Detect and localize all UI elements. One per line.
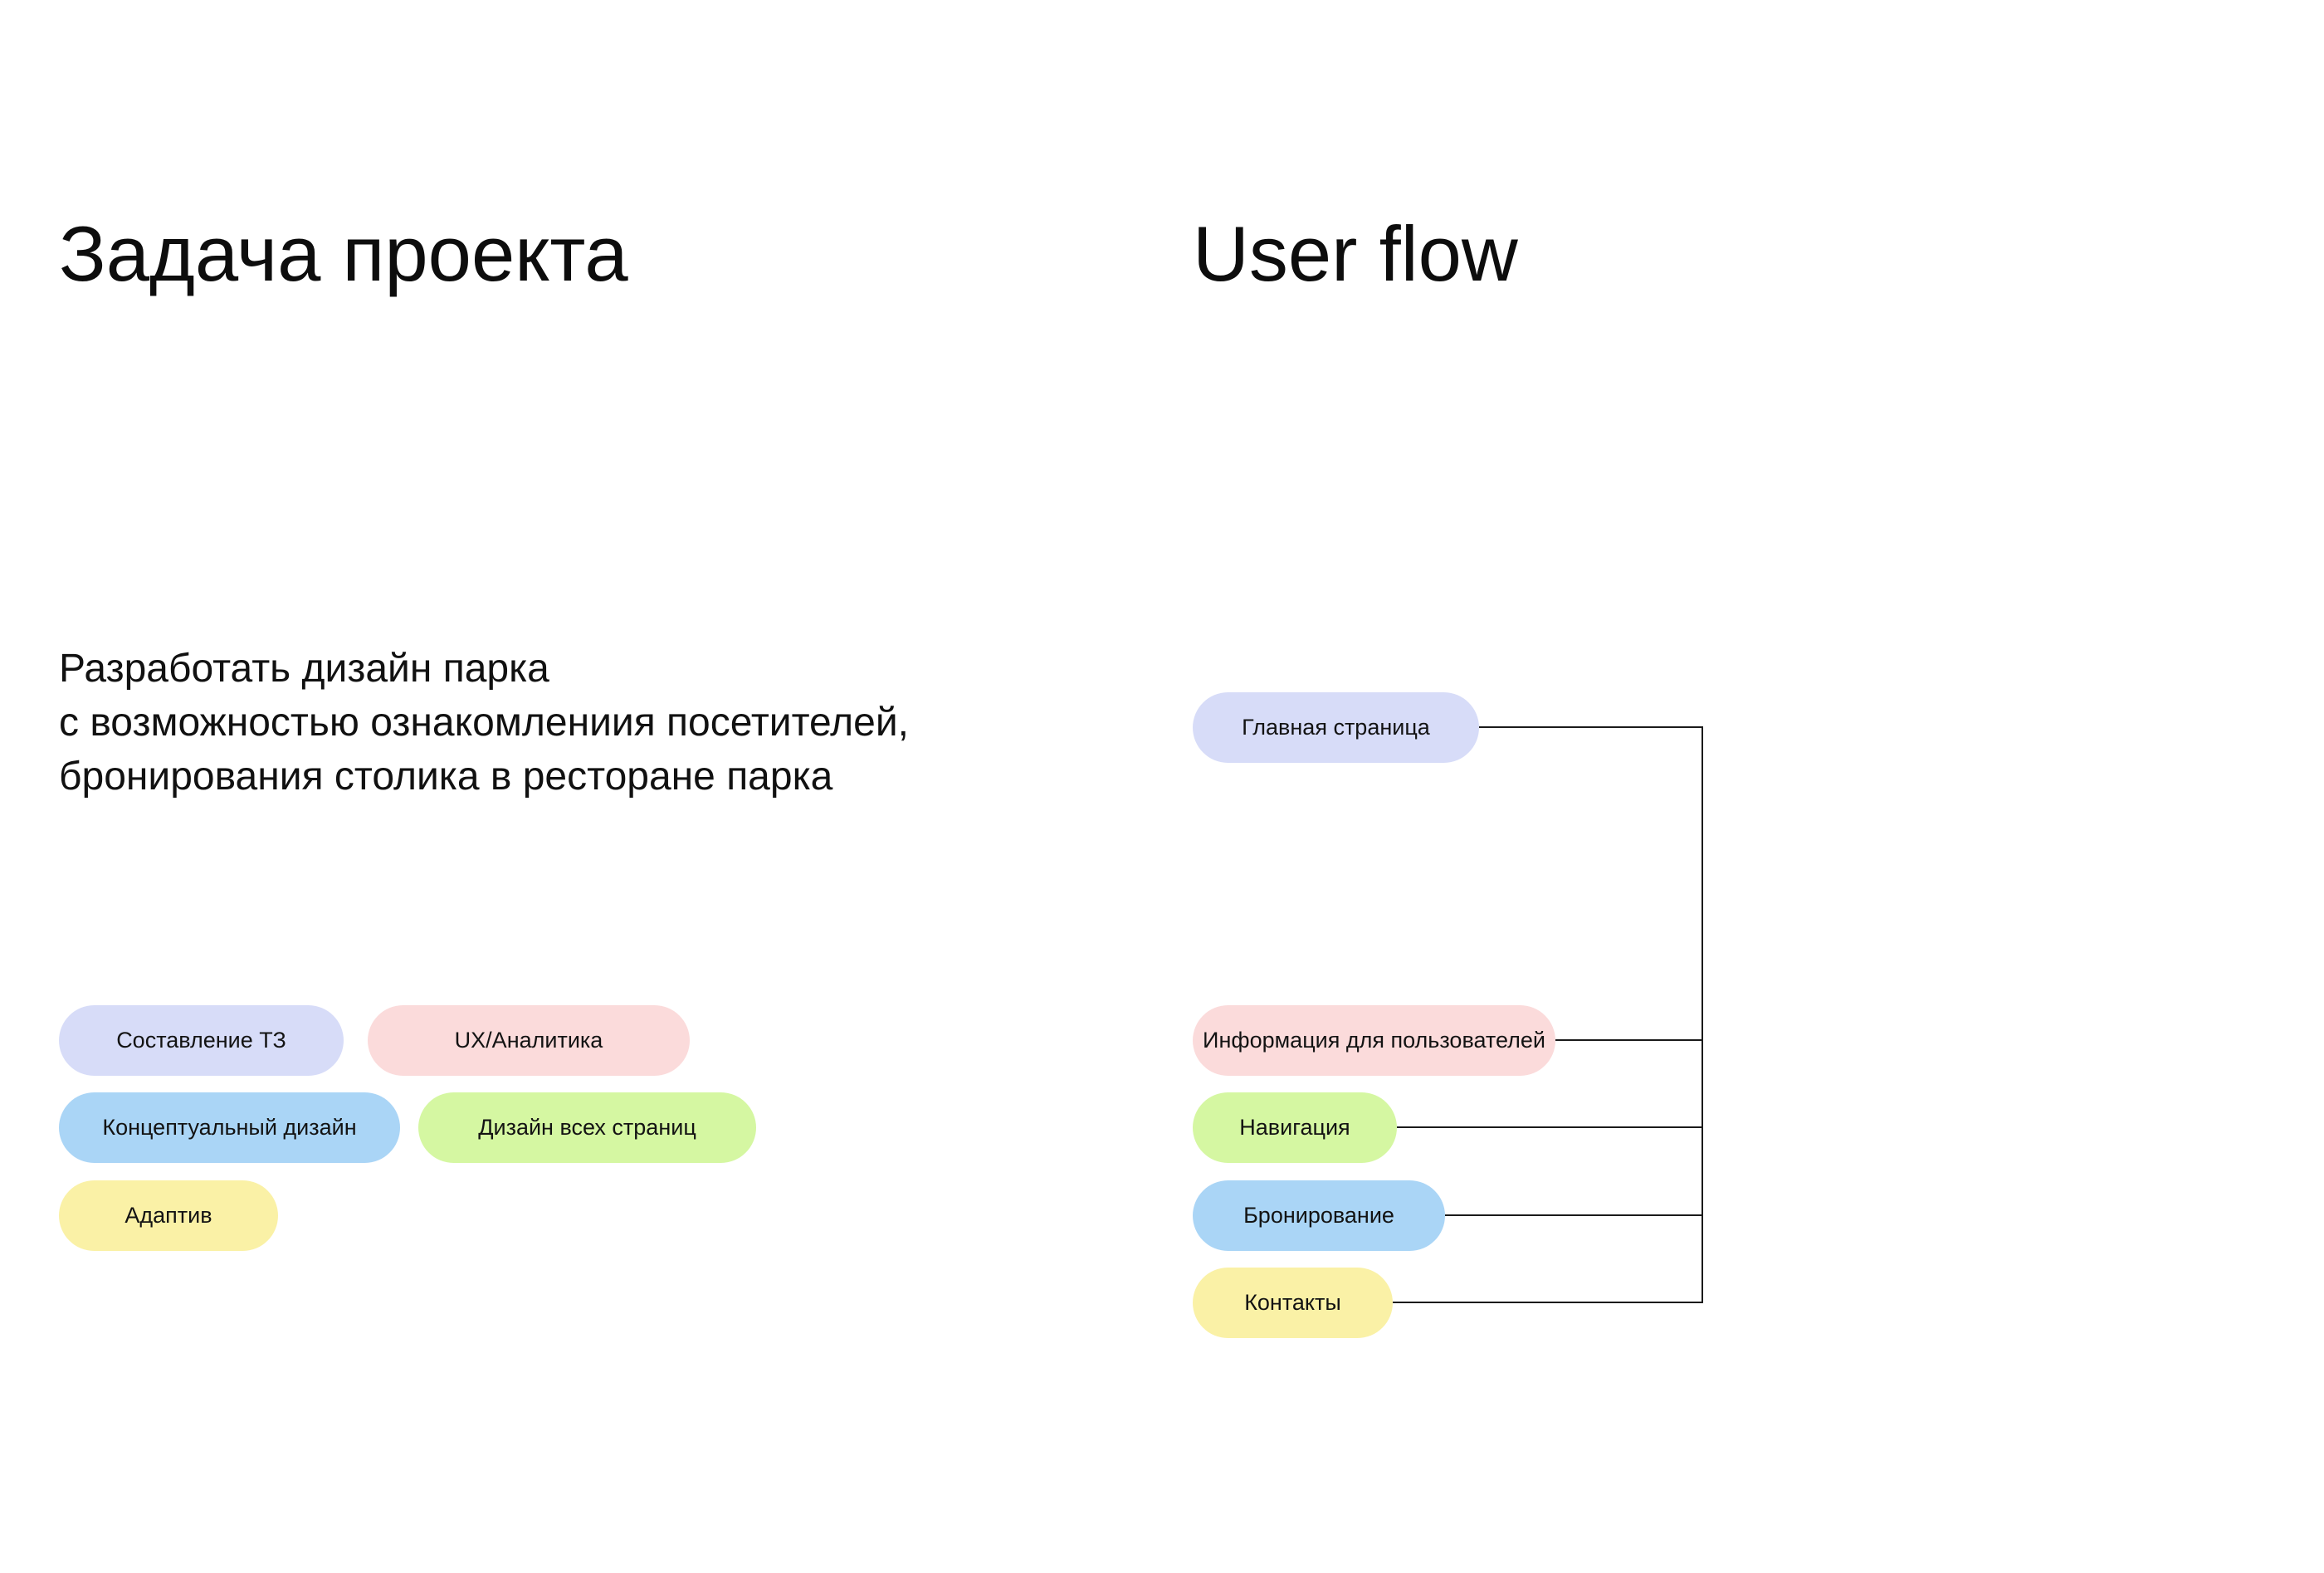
tag-label: Дизайн всех страниц <box>478 1115 696 1140</box>
description-line-2: с возможностью ознакомлениия посетителей… <box>59 701 910 745</box>
connector-branch-informaciya <box>1555 1039 1702 1041</box>
tag-pill-dizajn-vseh-stranic: Дизайн всех страниц <box>418 1092 756 1163</box>
flow-node-label: Информация для пользователей <box>1203 1028 1545 1053</box>
tag-label: Адаптив <box>124 1203 212 1228</box>
connector-branch-glavnaya <box>1479 726 1702 728</box>
tag-pill-adaptiv: Адаптив <box>59 1180 278 1251</box>
connector-branch-kontakty <box>1393 1302 1702 1303</box>
project-description: Разработать дизайн парка с возможностью … <box>59 642 909 804</box>
tag-pill-ux-analitika: UX/Аналитика <box>368 1005 690 1076</box>
flow-node-bronirovanie: Бронирование <box>1193 1180 1445 1251</box>
connector-branch-bronirovanie <box>1445 1214 1702 1216</box>
tag-label: UX/Аналитика <box>454 1028 603 1053</box>
tag-pill-konceptualnyj-dizajn: Концептуальный дизайн <box>59 1092 400 1163</box>
connector-trunk-line <box>1702 726 1703 1303</box>
tag-label: Концептуальный дизайн <box>102 1115 357 1140</box>
connector-branch-navigaciya <box>1397 1126 1702 1128</box>
tag-pill-sostavlenie-tz: Составление ТЗ <box>59 1005 344 1076</box>
user-flow-title: User flow <box>1193 210 1518 297</box>
flow-node-informaciya-dlya-polzovatelej: Информация для пользователей <box>1193 1005 1555 1076</box>
flow-node-label: Контакты <box>1244 1290 1341 1315</box>
flow-node-glavnaya-stranica: Главная страница <box>1193 692 1479 763</box>
flow-node-kontakty: Контакты <box>1193 1268 1393 1338</box>
flow-node-label: Навигация <box>1239 1115 1350 1140</box>
flow-node-label: Главная страница <box>1242 715 1430 740</box>
description-line-3: бронирования столика в ресторане парка <box>59 755 833 799</box>
project-task-title: Задача проекта <box>59 210 628 297</box>
description-line-1: Разработать дизайн парка <box>59 647 549 691</box>
tag-label: Составление ТЗ <box>116 1028 286 1053</box>
flow-node-navigaciya: Навигация <box>1193 1092 1397 1163</box>
flow-node-label: Бронирование <box>1243 1203 1394 1228</box>
